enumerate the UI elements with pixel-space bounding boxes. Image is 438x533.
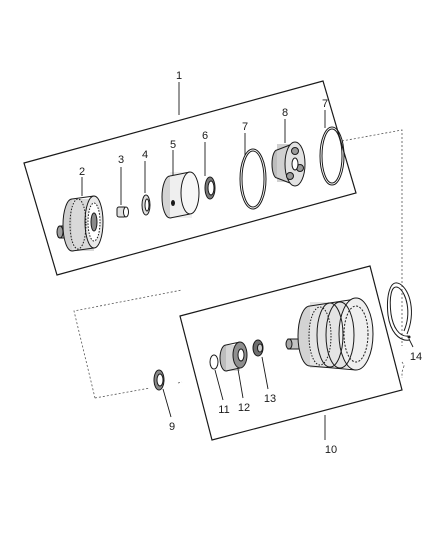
callout-9: 9 [169, 421, 175, 433]
part-5-drum [161, 171, 200, 219]
callout-8: 8 [282, 107, 288, 119]
part-13-small-gear [252, 339, 264, 357]
lower-assembly [179, 265, 403, 441]
part-7-retaining-ring-right [319, 126, 345, 186]
callout-7b: 7 [322, 98, 328, 110]
part-10-clutch-drum [285, 297, 374, 371]
callout-labels: 1 2 3 4 5 6 7 8 7 9 10 11 12 13 14 [79, 70, 422, 456]
part-7-retaining-ring-left [239, 148, 267, 210]
callout-11: 11 [218, 404, 229, 416]
part-3-bushing [116, 206, 129, 218]
callout-1: 1 [176, 70, 182, 82]
callout-4: 4 [142, 149, 148, 161]
leader-12 [237, 368, 244, 399]
part-4-snap-ring [141, 194, 151, 216]
callout-10: 10 [325, 444, 337, 456]
leader-11 [214, 369, 224, 401]
part-6-bearing [204, 176, 216, 200]
leader-13 [261, 356, 269, 390]
part-14-snap-ring [387, 282, 412, 341]
callout-12: 12 [238, 402, 250, 414]
callout-6: 6 [202, 130, 208, 142]
leader-lines [81, 82, 414, 440]
callout-14: 14 [410, 351, 422, 363]
part-2-gear-shaft [56, 195, 104, 252]
upper-assembly [23, 80, 357, 276]
callout-13: 13 [264, 393, 276, 405]
assembly-link-dashed-outline [73, 129, 405, 399]
part-8-planetary-carrier [271, 141, 306, 187]
callout-3: 3 [118, 154, 124, 166]
part-12-spline-hub [219, 341, 248, 372]
callout-2: 2 [79, 166, 85, 178]
part-9-thrust-bearing [153, 369, 165, 391]
part-11-ring [209, 354, 219, 370]
callout-5: 5 [170, 139, 176, 151]
leader-9 [162, 388, 172, 418]
leader-14 [408, 338, 414, 348]
callout-7a: 7 [242, 121, 248, 133]
